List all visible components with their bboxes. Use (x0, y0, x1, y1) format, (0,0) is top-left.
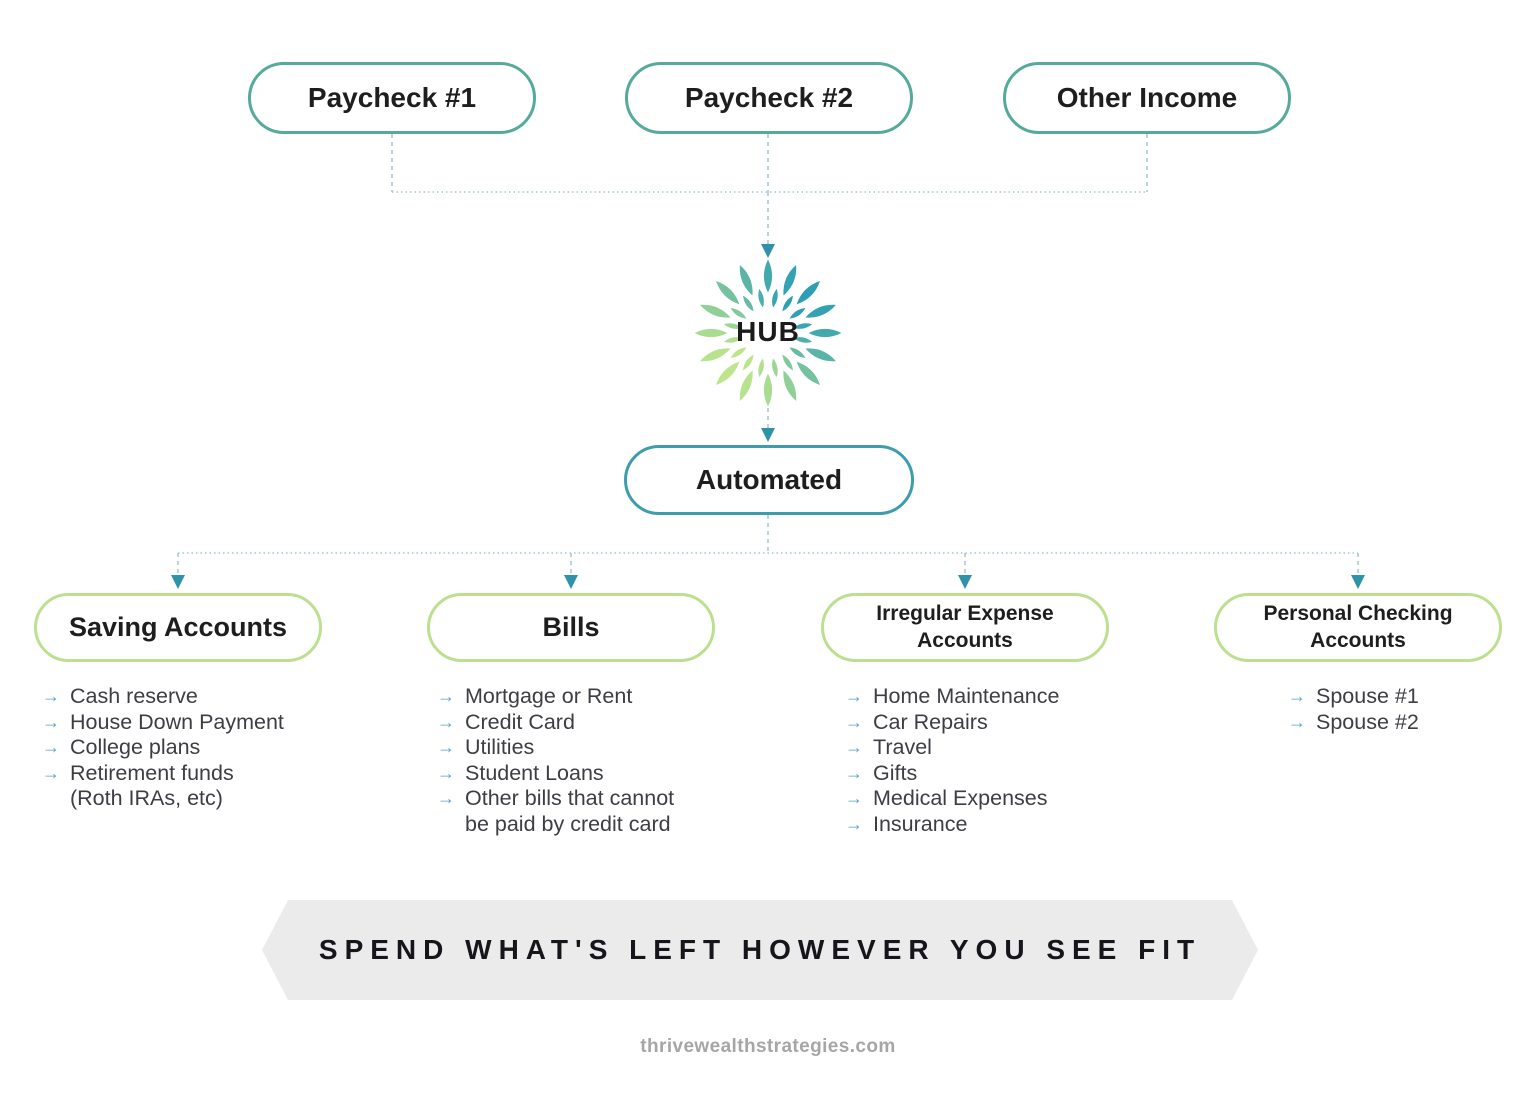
arrow-bullet-icon: → (845, 788, 863, 808)
account-box-bills: Bills (427, 593, 715, 662)
account-box-irregular-expense: Irregular Expense Accounts (821, 593, 1109, 662)
list-item: → Other bills that cannot be paid by cred… (437, 786, 715, 837)
website-footer: thrivewealthstrategies.com (640, 1036, 896, 1057)
arrow-bullet-icon: → (845, 686, 863, 706)
list-item: → Gifts (845, 761, 1109, 787)
list-item-label: Spouse #1 (1316, 684, 1419, 708)
arrow-bullet-icon: → (42, 762, 60, 783)
arrow-bullet-icon: → (437, 711, 455, 732)
arrow-bullet-icon: → (845, 711, 863, 732)
arrow-bullet-icon: → (845, 762, 863, 783)
list-item: → Home Maintenance (845, 684, 1109, 710)
account-column-saving-accounts: Saving Accounts → Cash reserve → House Dow… (34, 593, 322, 812)
list-item: → Spouse #2 (1288, 710, 1502, 736)
arrow-down-icon (171, 575, 185, 589)
arrow-bullet-icon: → (1288, 686, 1306, 706)
income-to-hub-connectors (391, 134, 1148, 258)
list-item-label: Insurance (873, 811, 968, 836)
personal-checking-list: → Spouse #1 → Spouse #2 (1288, 684, 1502, 735)
arrow-bullet-icon: → (437, 686, 455, 706)
arrow-down-icon (958, 575, 972, 589)
list-item-label: Retirement funds (Roth IRAs, etc) (70, 760, 234, 811)
arrow-bullet-icon: → (42, 737, 60, 757)
bills-list: → Mortgage or Rent → Credit Card → Utilitie… (437, 684, 715, 837)
list-item-label: Credit Card (465, 709, 575, 734)
list-item-label: Cash reserve (70, 684, 198, 708)
list-item-label: Mortgage or Rent (465, 684, 633, 708)
arrow-bullet-icon: → (1288, 711, 1306, 732)
arrow-bullet-icon: → (437, 788, 455, 808)
account-box-personal-checking: Personal Checking Accounts (1214, 593, 1502, 662)
list-item-label: College plans (70, 735, 201, 759)
list-item: → Travel (845, 735, 1109, 761)
list-item: → Spouse #1 (1288, 684, 1502, 710)
list-item: → Mortgage or Rent (437, 684, 715, 710)
income-box-paycheck-2: Paycheck #2 (625, 62, 913, 134)
automated-box: Automated (624, 445, 914, 515)
list-item-label: Gifts (873, 760, 918, 785)
account-box-saving-accounts: Saving Accounts (34, 593, 322, 662)
arrow-bullet-icon: → (42, 686, 60, 706)
hub-to-automated-connector (761, 408, 775, 442)
account-column-personal-checking: Personal Checking Accounts → Spouse #1 → S… (1214, 593, 1502, 735)
list-item-label: Home Maintenance (873, 684, 1060, 708)
arrow-down-icon (761, 244, 775, 258)
list-item-label: Student Loans (465, 760, 604, 785)
list-item: → College plans (42, 735, 322, 761)
list-item-label: Utilities (465, 735, 535, 759)
irregular-expense-list: → Home Maintenance → Car Repairs → Travel →… (845, 684, 1109, 837)
banner-text: SPEND WHAT'S LEFT HOWEVER YOU SEE FIT (318, 934, 1202, 965)
arrow-bullet-icon: → (845, 737, 863, 757)
list-item-label: Travel (873, 735, 932, 759)
saving-accounts-list: → Cash reserve → House Down Payment → Colle… (42, 684, 322, 812)
arrow-down-icon (1351, 575, 1365, 589)
list-item-label: House Down Payment (70, 709, 284, 734)
arrow-bullet-icon: → (42, 711, 60, 732)
list-item: → Cash reserve (42, 684, 322, 710)
hub-label: HUB (736, 316, 800, 347)
income-box-other-income: Other Income (1003, 62, 1291, 134)
list-item: → Car Repairs (845, 710, 1109, 736)
arrow-down-icon (564, 575, 578, 589)
list-item-label: Medical Expenses (873, 786, 1048, 810)
list-item: → House Down Payment (42, 710, 322, 736)
list-item: → Retirement funds (Roth IRAs, etc) (42, 761, 322, 812)
list-item-label: Other bills that cannot be paid by credi… (465, 786, 675, 836)
list-item: → Student Loans (437, 761, 715, 787)
list-item: → Utilities (437, 735, 715, 761)
list-item: → Medical Expenses (845, 786, 1109, 812)
list-item: → Insurance (845, 812, 1109, 838)
arrow-bullet-icon: → (437, 762, 455, 783)
arrow-bullet-icon: → (845, 813, 863, 834)
arrow-bullet-icon: → (437, 737, 455, 757)
arrow-down-icon (761, 428, 775, 442)
hub-burst-icon (694, 259, 842, 407)
list-item-label: Spouse #2 (1316, 709, 1419, 734)
account-column-bills: Bills → Mortgage or Rent → Credit Card → Ut… (427, 593, 715, 837)
account-column-irregular-expense: Irregular Expense Accounts → Home Mainten… (821, 593, 1109, 837)
list-item-label: Car Repairs (873, 709, 988, 734)
list-item: → Credit Card (437, 710, 715, 736)
banner: SPEND WHAT'S LEFT HOWEVER YOU SEE FIT (262, 900, 1258, 1000)
income-box-paycheck-1: Paycheck #1 (248, 62, 536, 134)
automated-to-accounts-connectors (171, 515, 1365, 589)
